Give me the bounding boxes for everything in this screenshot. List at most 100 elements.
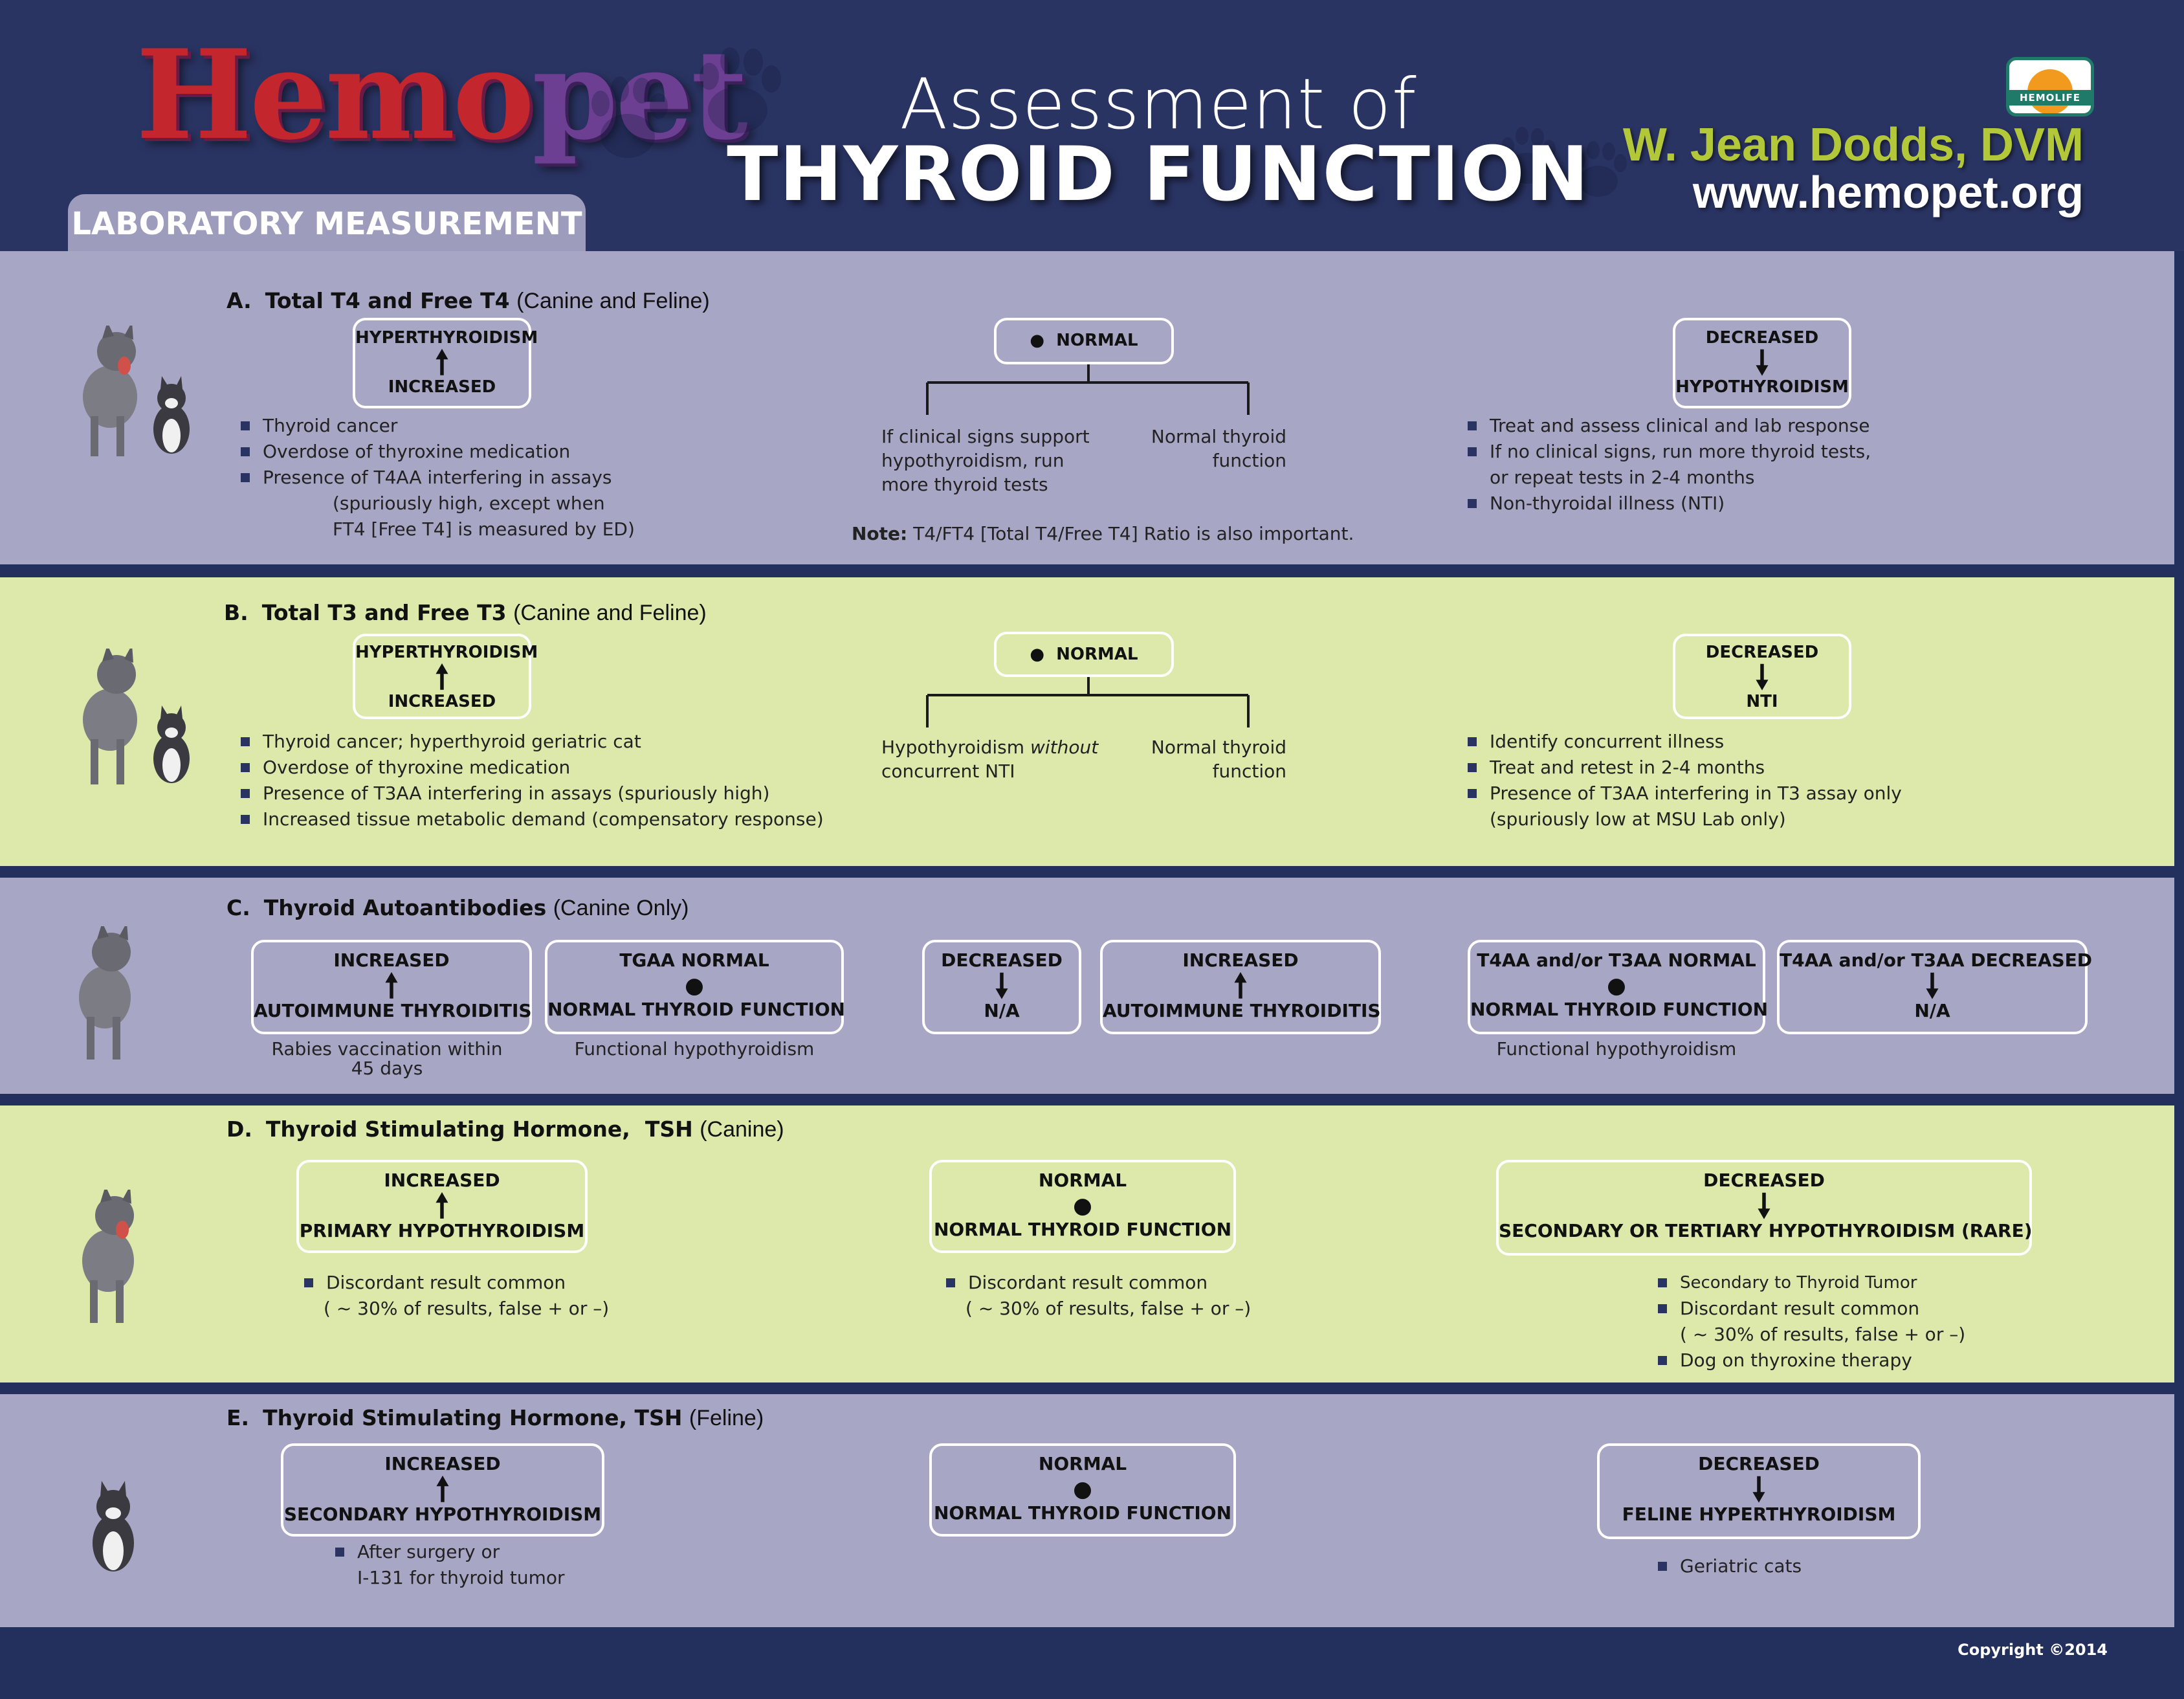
- feline-tsh-decreased-box: DECREASED 🠗 FELINE HYPERTHYROIDISM: [1597, 1443, 1921, 1539]
- list-item: Discordant result common: [304, 1270, 609, 1296]
- section-d: D. Thyroid Stimulating Hormone, TSH (Can…: [0, 1105, 2174, 1383]
- list-item: Presence of T3AA interfering in T3 assay…: [1468, 781, 1902, 806]
- list-item-continuation: FT4 [Free T4] is measured by ED): [333, 518, 635, 540]
- normal-left-text: Hypothyroidism without concurrent NTI: [881, 737, 1099, 782]
- page-title-line2: THYROID FUNCTION: [727, 131, 1590, 218]
- arrow-up-icon: 🠕: [436, 1471, 450, 1508]
- feline-tsh-normal-box: NORMAL ● NORMAL THYROID FUNCTION: [929, 1443, 1236, 1537]
- dog-and-cat-icon: [83, 649, 190, 784]
- arrow-down-icon: 🠗: [1752, 1471, 1766, 1508]
- arrow-down-icon: 🠗: [1925, 967, 1939, 1005]
- branch-connector: [926, 677, 1250, 727]
- cat-icon: [93, 1481, 134, 1571]
- decreased-hypothyroidism-box: DECREASED 🠗 HYPOTHYROIDISM: [1673, 318, 1851, 408]
- hyperthyroidism-increased-box: HYPERTHYROIDISM 🠕 INCREASED: [353, 634, 538, 719]
- section-b-low-list: Identify concurrent illness Treat and re…: [1468, 729, 1902, 832]
- list-item-continuation: (spuriously high, except when: [333, 493, 605, 514]
- author-name: W. Jean Dodds, DVM: [1622, 119, 2084, 171]
- autoantibody-box: DECREASED 🠗 N/A: [922, 940, 1081, 1034]
- list-item: If no clinical signs, run more thyroid t…: [1468, 439, 1871, 465]
- autoantibody-box: INCREASED 🠕 AUTOIMMUNE THYROIDITIS: [251, 940, 532, 1034]
- list-item: Overdose of thyroxine medication: [241, 755, 824, 781]
- section-d-col3-list: Secondary to Thyroid Tumor Discordant re…: [1658, 1270, 1965, 1373]
- arrow-down-icon: 🠗: [1757, 1187, 1771, 1225]
- section-a-low-list: Treat and assess clinical and lab respon…: [1468, 413, 1871, 516]
- autoantibody-box: INCREASED 🠕 AUTOIMMUNE THYROIDITIS: [1100, 940, 1381, 1034]
- dog-icon: [79, 926, 131, 1060]
- functional-hypothyroidism-note: Functional hypothyroidism: [574, 1038, 815, 1060]
- copyright: Copyright ©2014: [1958, 1641, 2108, 1659]
- arrow-down-icon: 🠗: [1755, 658, 1769, 696]
- rabies-note: Rabies vaccination within 45 days: [271, 1038, 503, 1079]
- list-item: Increased tissue metabolic demand (compe…: [241, 806, 824, 832]
- normal-right-text: Normal thyroid function: [1151, 737, 1286, 782]
- arrow-up-icon: 🠕: [1233, 967, 1248, 1005]
- section-e-col3-list: Geriatric cats: [1658, 1553, 1802, 1579]
- section-a-high-list: Thyroid cancer Overdose of thyroxine med…: [241, 413, 635, 542]
- normal-left-text: If clinical signs support hypothyroidism…: [881, 426, 1090, 495]
- list-item: Geriatric cats: [1658, 1553, 1802, 1579]
- list-item: Presence of T4AA interfering in assays: [241, 465, 635, 491]
- list-item: Treat and assess clinical and lab respon…: [1468, 413, 1871, 439]
- list-item-continuation: ( ~ 30% of results, false + or –): [1680, 1324, 1966, 1345]
- paw-print-icon: [591, 47, 781, 158]
- section-b-title: B. Total T3 and Free T3 (Canine and Feli…: [224, 600, 707, 625]
- dot-icon: ●: [685, 973, 704, 999]
- arrow-up-icon: 🠕: [435, 658, 449, 696]
- arrow-up-icon: 🠕: [435, 344, 449, 381]
- autoantibody-box: T4AA and/or T3AA DECREASED 🠗 N/A: [1777, 940, 2092, 1034]
- section-a-title: A. Total T4 and Free T4 (Canine and Feli…: [226, 288, 710, 313]
- list-item: After surgery or: [335, 1539, 565, 1565]
- dot-icon: ●: [1030, 331, 1045, 350]
- section-d-title: D. Thyroid Stimulating Hormone, TSH (Can…: [226, 1116, 784, 1142]
- tsh-normal-box: NORMAL ● NORMAL THYROID FUNCTION: [929, 1160, 1236, 1253]
- normal-box: ● NORMAL: [994, 632, 1174, 677]
- hyperthyroidism-increased-box: HYPERTHYROIDISM 🠕 INCREASED: [353, 318, 538, 408]
- arrow-up-icon: 🠕: [384, 967, 399, 1005]
- dot-icon: ●: [1073, 1476, 1092, 1502]
- dot-icon: ●: [1030, 645, 1045, 664]
- list-item-continuation: ( ~ 30% of results, false + or –): [965, 1298, 1252, 1319]
- section-e: E. Thyroid Stimulating Hormone, TSH (Fel…: [0, 1394, 2174, 1627]
- tsh-increased-box: INCREASED 🠕 PRIMARY HYPOTHYROIDISM: [296, 1160, 588, 1253]
- arrow-down-icon: 🠗: [995, 967, 1009, 1005]
- paw-print-icon: [1501, 127, 1627, 197]
- dog-icon: [82, 1190, 134, 1323]
- section-a: A. Total T4 and Free T4 (Canine and Feli…: [0, 251, 2174, 564]
- page-title-line1: Assessment of: [899, 64, 1417, 145]
- ratio-note: Note: T4/FT4 [Total T4/Free T4] Ratio is…: [852, 523, 1354, 544]
- section-c-title: C. Thyroid Autoantibodies (Canine Only): [226, 895, 689, 920]
- list-item-continuation: I-131 for thyroid tumor: [357, 1567, 565, 1588]
- normal-box: ● NORMAL: [994, 318, 1174, 364]
- list-item: Treat and retest in 2-4 months: [1468, 755, 1902, 781]
- list-item: Thyroid cancer: [241, 413, 635, 439]
- section-c: C. Thyroid Autoantibodies (Canine Only) …: [0, 878, 2174, 1094]
- list-item-continuation: or repeat tests in 2-4 months: [1490, 467, 1755, 488]
- dot-icon: ●: [1073, 1193, 1092, 1219]
- arrow-down-icon: 🠗: [1755, 344, 1769, 381]
- list-item: Identify concurrent illness: [1468, 729, 1902, 755]
- branch-connector: [926, 364, 1250, 415]
- list-item: Thyroid cancer; hyperthyroid geriatric c…: [241, 729, 824, 755]
- hemolife-badge: HEMOLIFE: [2006, 57, 2094, 117]
- list-item: Presence of T3AA interfering in assays (…: [241, 781, 824, 806]
- autoantibody-box: TGAA NORMAL ● NORMAL THYROID FUNCTION: [545, 940, 845, 1034]
- functional-hypothyroidism-note: Functional hypothyroidism: [1496, 1038, 1737, 1060]
- feline-tsh-increased-box: INCREASED 🠕 SECONDARY HYPOTHYROIDISM: [281, 1443, 604, 1537]
- list-item-continuation: (spuriously low at MSU Lab only): [1490, 808, 1786, 830]
- dog-and-cat-icon: [83, 326, 190, 456]
- laboratory-measurement-tab: LABORATORY MEASUREMENT: [68, 194, 586, 251]
- decreased-nti-box: DECREASED 🠗 NTI: [1673, 634, 1851, 719]
- section-e-title: E. Thyroid Stimulating Hormone, TSH (Fel…: [226, 1405, 764, 1430]
- arrow-up-icon: 🠕: [435, 1187, 449, 1225]
- list-item-continuation: ( ~ 30% of results, false + or –): [324, 1298, 610, 1319]
- list-item: Discordant result common: [946, 1270, 1251, 1296]
- website-link[interactable]: www.hemopet.org: [1692, 167, 2084, 217]
- list-item: Dog on thyroxine therapy: [1658, 1348, 1965, 1373]
- section-e-col1-list: After surgery or I-131 for thyroid tumor: [335, 1539, 565, 1591]
- list-item: Overdose of thyroxine medication: [241, 439, 635, 465]
- section-b: B. Total T3 and Free T3 (Canine and Feli…: [0, 577, 2174, 866]
- normal-right-text: Normal thyroid function: [1151, 426, 1286, 471]
